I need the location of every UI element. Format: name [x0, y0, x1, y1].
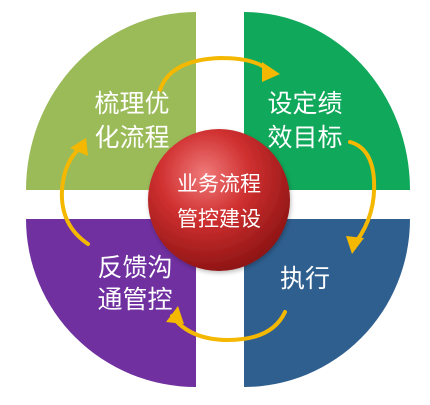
center-title-line2: 管控建设 — [177, 207, 261, 231]
quadrant-top-left-label-line2: 化流程 — [94, 123, 169, 152]
quadrant-top-right-label-line1: 设定绩 — [267, 89, 342, 118]
center-hub — [148, 129, 290, 271]
quadrant-bottom-right — [244, 219, 410, 387]
quadrant-bottom-left-label-line2: 通管控 — [97, 285, 172, 314]
quadrant-top-left — [26, 12, 196, 190]
quadrant-top-left-label-line1: 梳理优 — [94, 89, 169, 118]
cycle-arrow-icon — [59, 55, 377, 343]
center-title-line1: 业务流程 — [177, 172, 261, 196]
quadrant-bottom-left — [26, 219, 196, 387]
quadrant-top-right-label-line2: 效目标 — [267, 123, 342, 152]
cycle-arrow-heads-icon — [70, 62, 364, 324]
quadrant-top-right — [244, 12, 410, 190]
quadrant-bottom-right-label-line1: 执行 — [280, 264, 330, 293]
quadrant-bottom-left-label-line1: 反馈沟 — [97, 253, 172, 282]
